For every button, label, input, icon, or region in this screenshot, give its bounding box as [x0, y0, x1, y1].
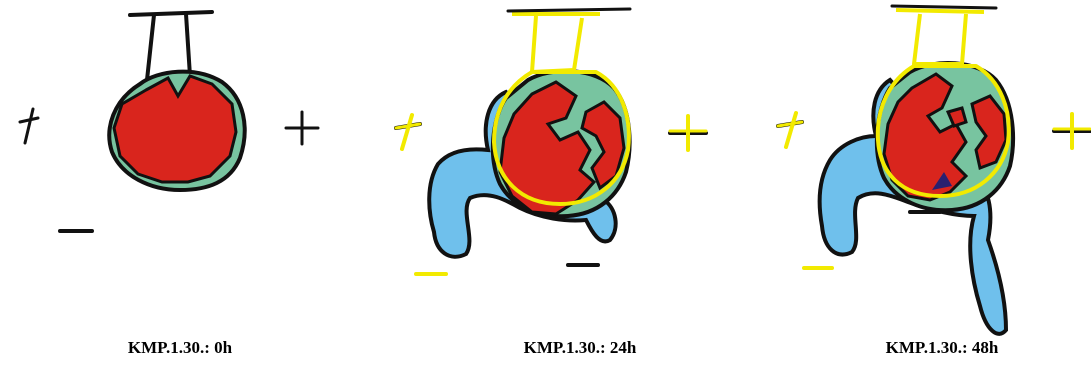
core-region-secondary [970, 94, 1008, 171]
plus-marker [668, 114, 708, 152]
overlay-outline [492, 12, 631, 206]
core-region [882, 72, 969, 202]
stalk [128, 10, 214, 82]
caption-48h: KMP.1.30.: 48h [885, 338, 999, 357]
overlay-outline [875, 8, 1011, 198]
core-region-secondary [580, 100, 626, 191]
core-region [112, 74, 238, 184]
stalk-bar [890, 4, 998, 10]
caption-0h: KMP.1.30.: 0h [127, 338, 233, 357]
dark-spot [932, 172, 952, 190]
cross-marker [776, 111, 804, 149]
panel-24h [394, 7, 708, 276]
plus-marker [284, 110, 320, 146]
cross-marker [394, 113, 422, 151]
stalk-bar [506, 7, 632, 13]
plus-marker [1052, 112, 1091, 150]
panel-0h [18, 10, 320, 233]
core-island [945, 106, 968, 128]
caption-24h: KMP.1.30.: 24h [523, 338, 637, 357]
cross-marker [18, 107, 40, 145]
spread-region [817, 77, 1009, 336]
panel-48h [776, 4, 1091, 336]
